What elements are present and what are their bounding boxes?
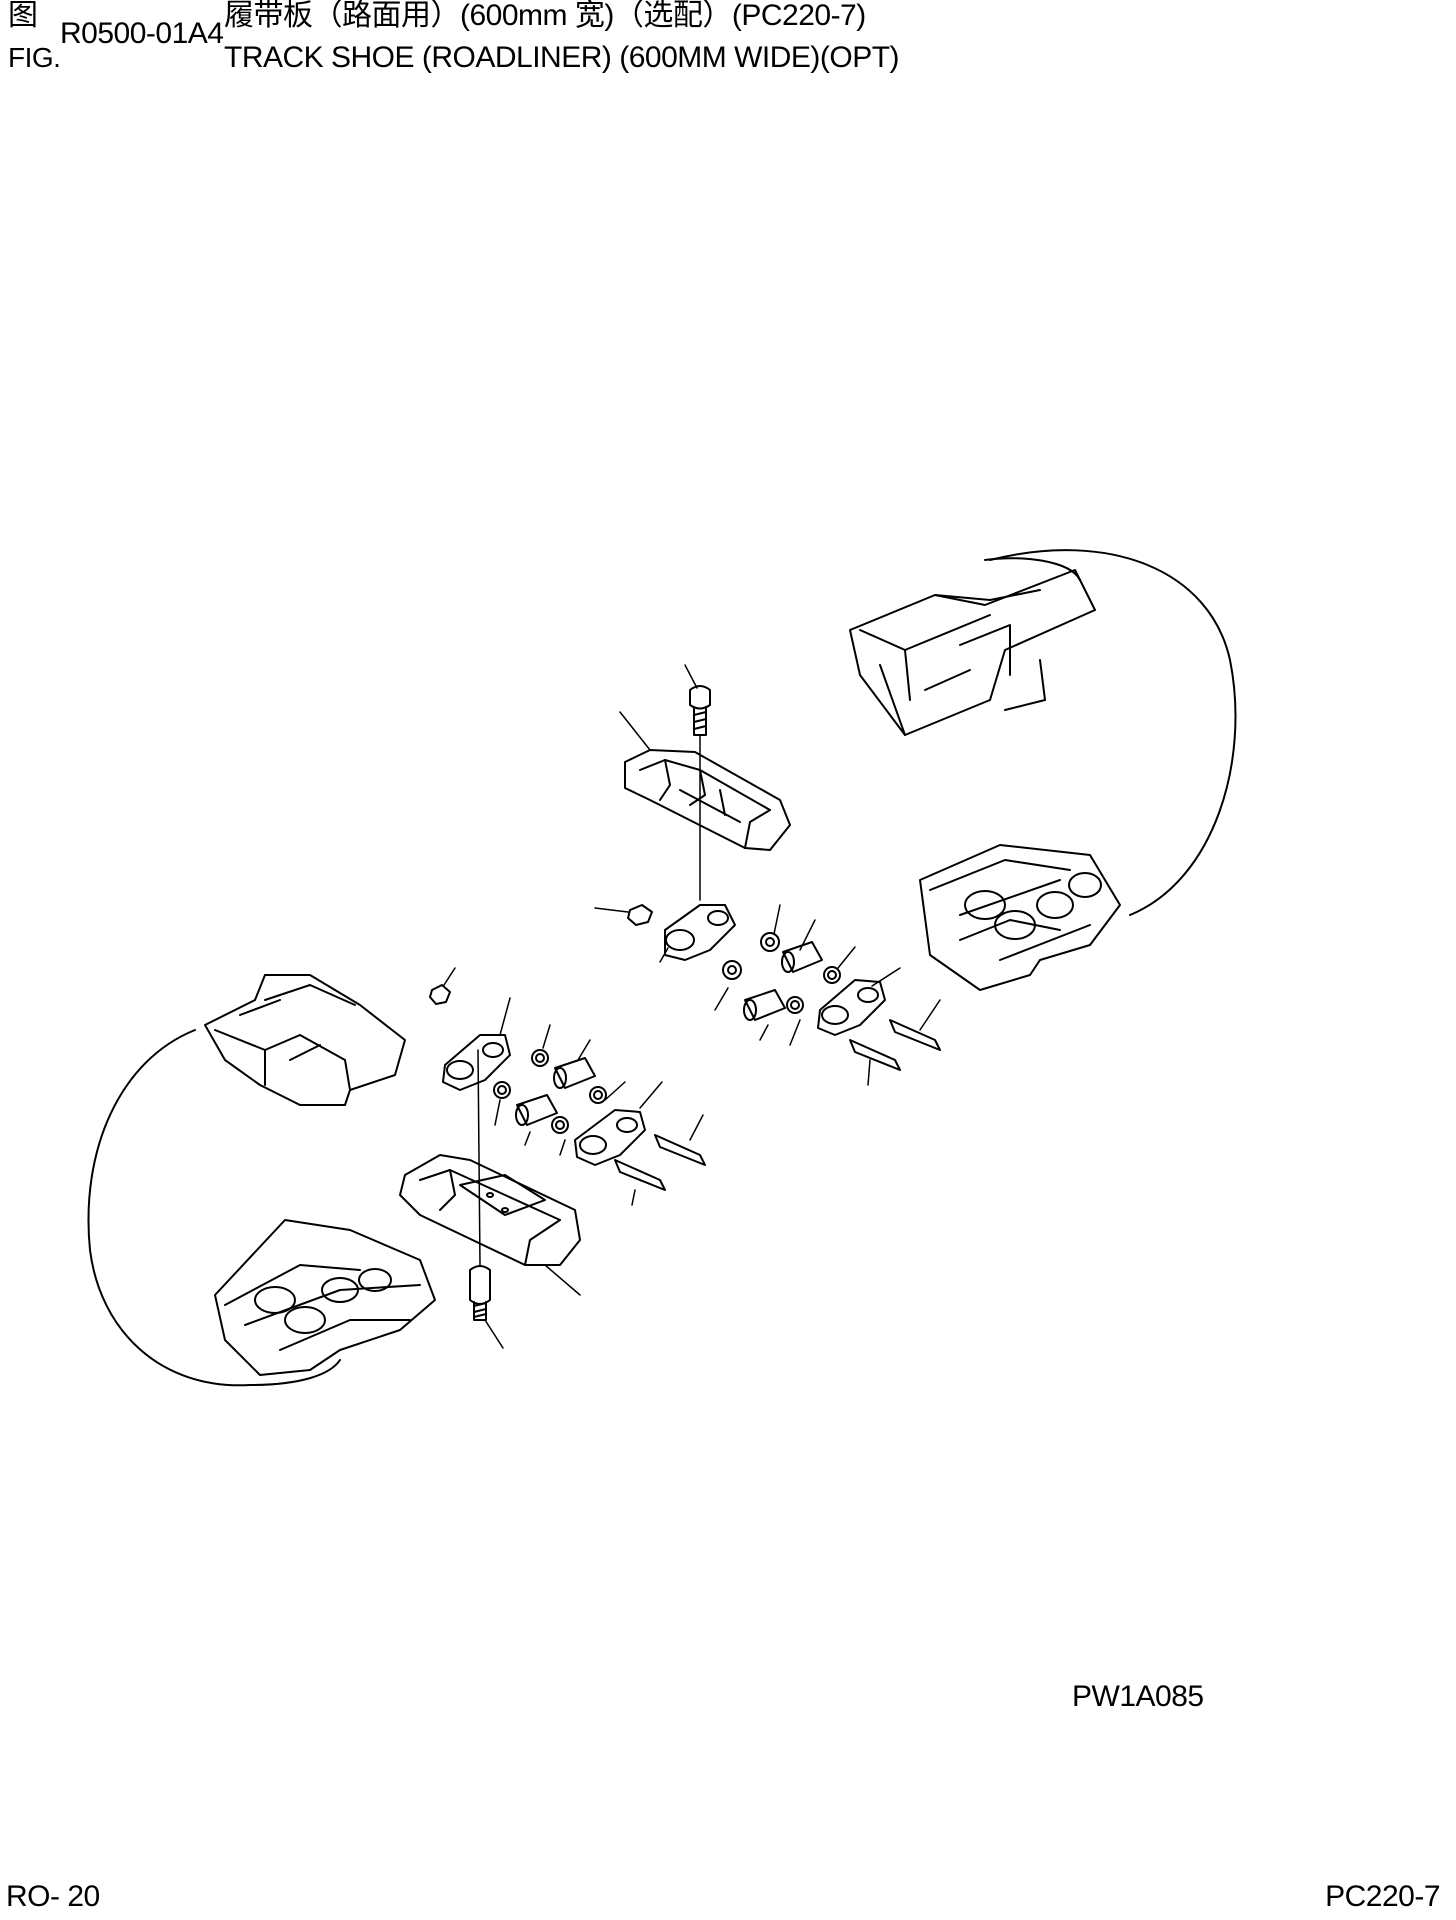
upper-track-assembly	[849, 549, 1237, 991]
bushing-lower-2	[515, 1094, 558, 1126]
track-shoe-group-left-top	[204, 974, 406, 1106]
nut-upper	[627, 904, 653, 926]
bushing-lower-1	[553, 1057, 596, 1089]
track-belt-outline-right-top	[984, 557, 1081, 581]
figure-label-en: FIG.	[8, 42, 61, 73]
figure-title-en: TRACK SHOE (ROADLINER) (600MM WIDE)(OPT)	[224, 41, 900, 74]
figure-label-cn: 图	[8, 0, 38, 32]
track-shoe-lower	[399, 1154, 581, 1266]
seal-rings-lower	[493, 1049, 607, 1134]
figure-title-cn: 履带板（路面用）(600mm 宽)（选配）(PC220-7)	[224, 0, 866, 32]
shoe-bolt-lower	[469, 1265, 491, 1321]
drawing-reference: PW1A085	[1072, 1680, 1204, 1713]
bushing-upper-2	[743, 989, 786, 1021]
track-belt-outline-right	[989, 549, 1237, 916]
track-link-lower-right	[574, 1109, 646, 1166]
alignment-line-lower	[477, 1049, 481, 1266]
track-shoe-group-top	[849, 569, 1096, 736]
track-chain-group-right	[919, 844, 1121, 991]
pin-lower-2	[614, 1159, 666, 1191]
page-number: RO- 20	[6, 1880, 100, 1913]
lower-track-assembly	[87, 974, 436, 1387]
track-belt-outline-left	[87, 1029, 251, 1387]
track-shoe-upper	[624, 749, 791, 851]
pin-upper-2	[849, 1039, 901, 1071]
pin-upper-1	[889, 1019, 941, 1051]
seal-rings-upper	[722, 932, 841, 1014]
shoe-bolt-upper	[689, 685, 711, 736]
track-chain-group-left	[214, 1219, 436, 1376]
leader-lines	[443, 664, 941, 1349]
track-belt-outline-left-bottom	[249, 1359, 341, 1386]
track-link-upper-right	[817, 979, 886, 1036]
track-link-upper-left	[664, 904, 736, 961]
model-number: PC220-7	[1325, 1880, 1440, 1913]
nut-lower	[429, 984, 451, 1005]
track-link-lower-left	[442, 1034, 511, 1091]
figure-code: R0500-01A4	[60, 17, 224, 50]
pin-lower-1	[654, 1134, 706, 1166]
